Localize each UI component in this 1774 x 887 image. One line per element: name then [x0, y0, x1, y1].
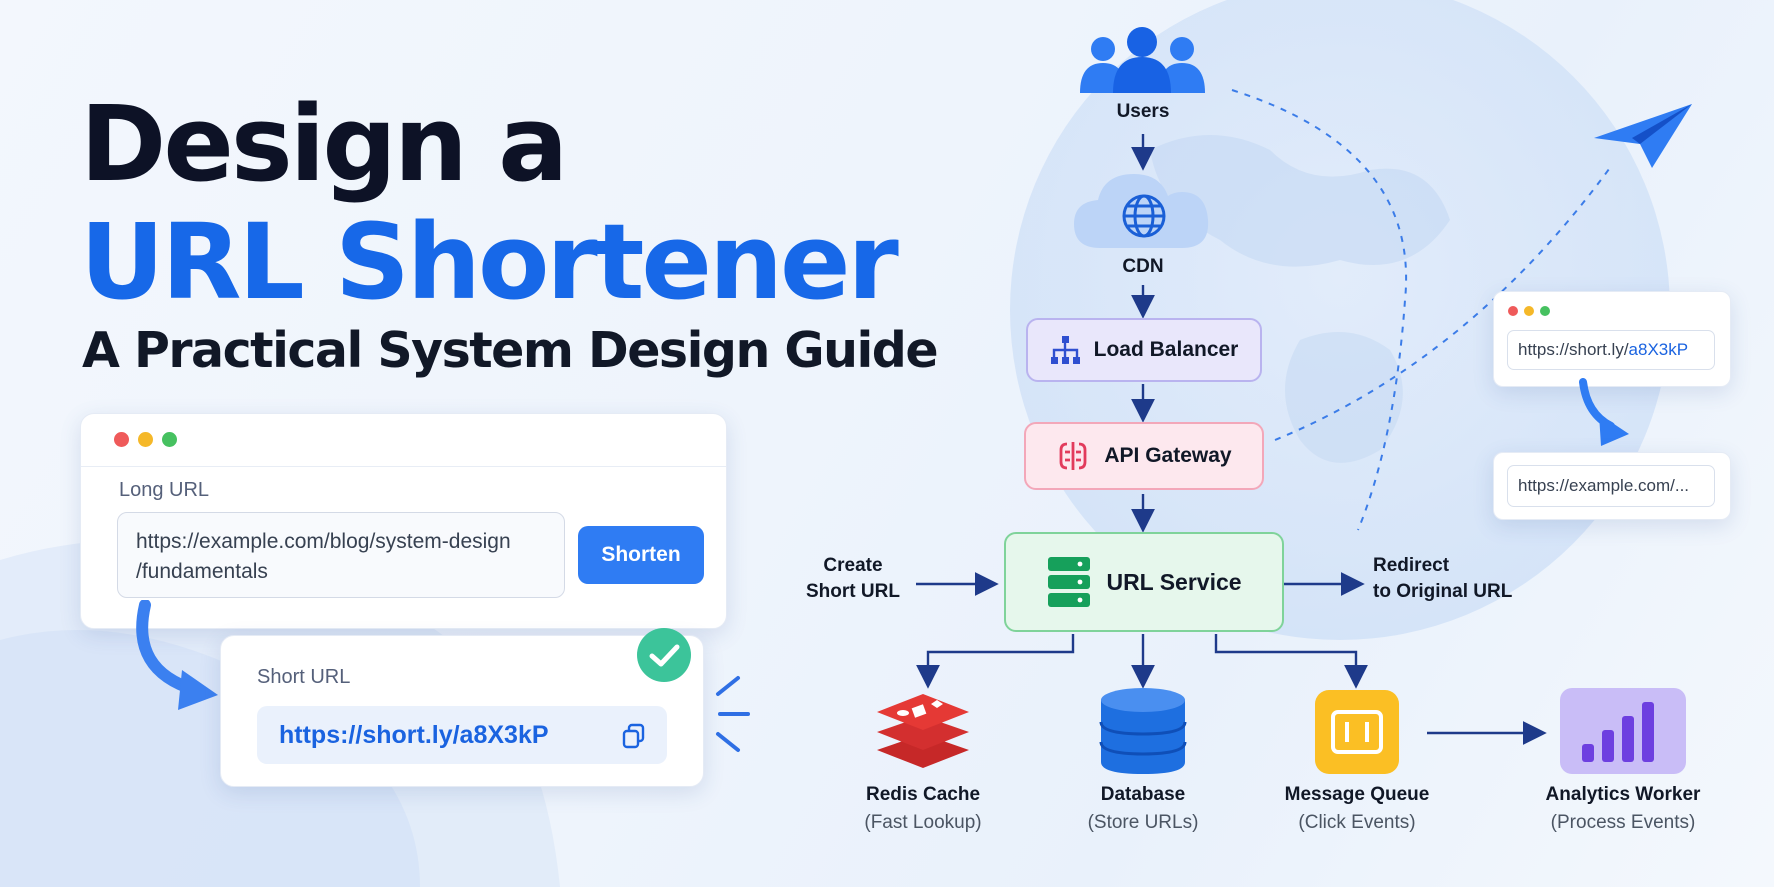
cdn-cloud-icon: [1074, 174, 1209, 248]
redis-icon: [877, 694, 969, 768]
copy-icon[interactable]: [621, 723, 647, 749]
sparkle-lines: [716, 676, 750, 752]
title-line-1: Design a: [80, 83, 568, 205]
url-service-label: URL Service: [1106, 568, 1242, 595]
short-url-card: Short URL https://short.ly/a8X3kP: [220, 635, 704, 787]
short-url-value: https://short.ly/a8X3kP: [279, 720, 549, 749]
curved-arrow-icon: [136, 600, 218, 710]
analytics-note: (Process Events): [1550, 812, 1696, 833]
network-icon: [1050, 336, 1080, 364]
long-url-card: Long URL https://example.com/blog/system…: [80, 413, 727, 629]
short-url-browser-card: https://short.ly/a8X3kP: [1493, 291, 1731, 387]
users-label: Users: [1116, 101, 1170, 122]
redis-label: Redis Cache: [865, 784, 981, 805]
users-icon: [1080, 27, 1205, 93]
window-controls: [1508, 303, 1559, 321]
cdn-label: CDN: [1122, 256, 1164, 277]
gateway-icon: [1059, 442, 1087, 470]
dashed-flow-arc: [1274, 164, 1613, 441]
short-url-field[interactable]: https://short.ly/a8X3kP: [257, 706, 667, 764]
subtitle: A Practical System Design Guide: [82, 322, 939, 379]
paper-plane-icon: [1594, 104, 1692, 168]
queue-icon: [1315, 690, 1399, 774]
short-url-label: Short URL: [257, 666, 351, 688]
url-service-node: URL Service: [1004, 532, 1284, 632]
maximize-dot[interactable]: [162, 432, 177, 447]
shorten-button[interactable]: Shorten: [578, 526, 704, 584]
close-dot[interactable]: [114, 432, 129, 447]
analytics-label: Analytics Worker: [1545, 784, 1701, 805]
redis-note: (Fast Lookup): [864, 812, 982, 833]
database-note: (Store URLs): [1087, 812, 1199, 833]
globe-icon: [1122, 194, 1166, 238]
database-icon: [1099, 688, 1187, 774]
redirect-label: Redirect to Original URL: [1373, 555, 1513, 602]
browser-address-bar[interactable]: [1507, 330, 1715, 370]
curved-arrow-icon: [1579, 378, 1629, 446]
load-balancer-node: Load Balancer: [1026, 318, 1262, 382]
database-label: Database: [1100, 784, 1186, 805]
browser-original-url: https://example.com/...: [1518, 476, 1690, 495]
server-icon: [1048, 557, 1091, 607]
title-line-2: URL Shortener: [80, 201, 899, 323]
browser-short-url: https://short.ly/a8X3kP: [1518, 340, 1689, 359]
api-gateway-label: API Gateway: [1104, 444, 1232, 467]
original-url-browser-card: https://example.com/...: [1493, 452, 1731, 520]
window-controls: [114, 432, 186, 452]
queue-label: Message Queue: [1284, 784, 1430, 805]
check-icon: [637, 628, 691, 682]
bar-chart-icon: [1560, 688, 1686, 774]
long-url-input[interactable]: https://example.com/blog/system-design /…: [117, 512, 565, 598]
browser-address-bar[interactable]: [1507, 465, 1715, 507]
load-balancer-label: Load Balancer: [1093, 338, 1239, 361]
minimize-dot[interactable]: [138, 432, 153, 447]
queue-note: (Click Events): [1298, 812, 1416, 833]
create-short-url-label: Create Short URL: [806, 555, 900, 602]
long-url-label: Long URL: [119, 479, 210, 501]
api-gateway-node: API Gateway: [1024, 422, 1264, 490]
